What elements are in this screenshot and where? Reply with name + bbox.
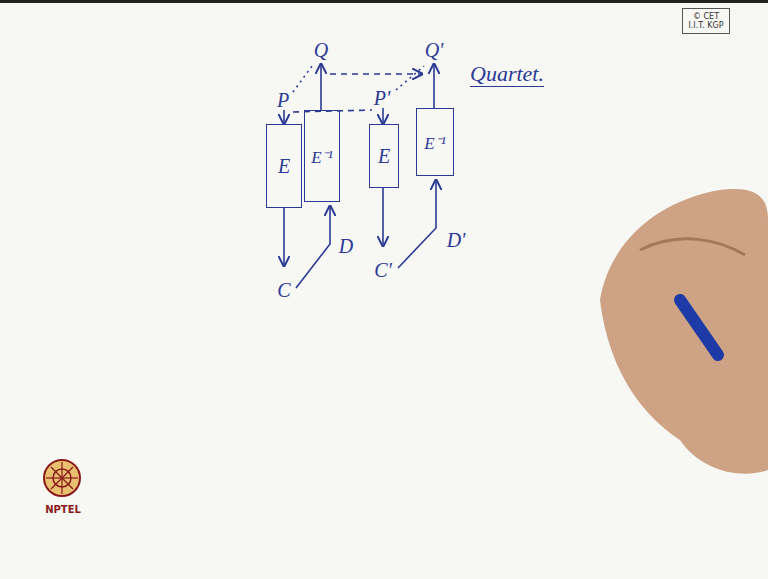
badge-text: © CET I.I.T. KGP [686,12,726,30]
output-arrow [382,188,384,246]
copyright-badge: © CET I.I.T. KGP [682,8,730,34]
cipher-box: E [369,124,399,188]
variable-label: P [277,90,289,110]
input-arrow [283,110,285,124]
input-arrow [382,108,384,124]
variable-label: P' [374,88,391,108]
output-arrow [320,64,322,110]
box-label: E [278,155,290,178]
cipher-box: E [266,124,302,208]
variable-label: D [339,236,353,256]
variable-label: Q' [425,40,444,60]
output-arrow [433,64,435,108]
nptel-logo [44,460,80,496]
logo-text: NPTEL [45,505,81,515]
top-edge [0,0,768,3]
input-arrow [398,180,436,268]
dashed-relation [330,73,422,75]
heading: Quartet. [470,62,544,87]
dotted-relation [293,66,312,92]
variable-label: C' [374,260,392,280]
box-label: E [378,145,390,168]
input-arrow [296,206,330,288]
box-label: E⁻¹ [424,131,445,154]
cipher-box: E⁻¹ [416,108,454,176]
lecturer-hand [600,189,768,474]
dotted-relation [396,66,424,90]
variable-label: D' [447,230,466,250]
cipher-box: E⁻¹ [304,110,340,202]
variable-label: C [277,280,290,300]
variable-label: Q [314,40,328,60]
box-label: E⁻¹ [311,145,332,168]
output-arrow [283,208,285,266]
